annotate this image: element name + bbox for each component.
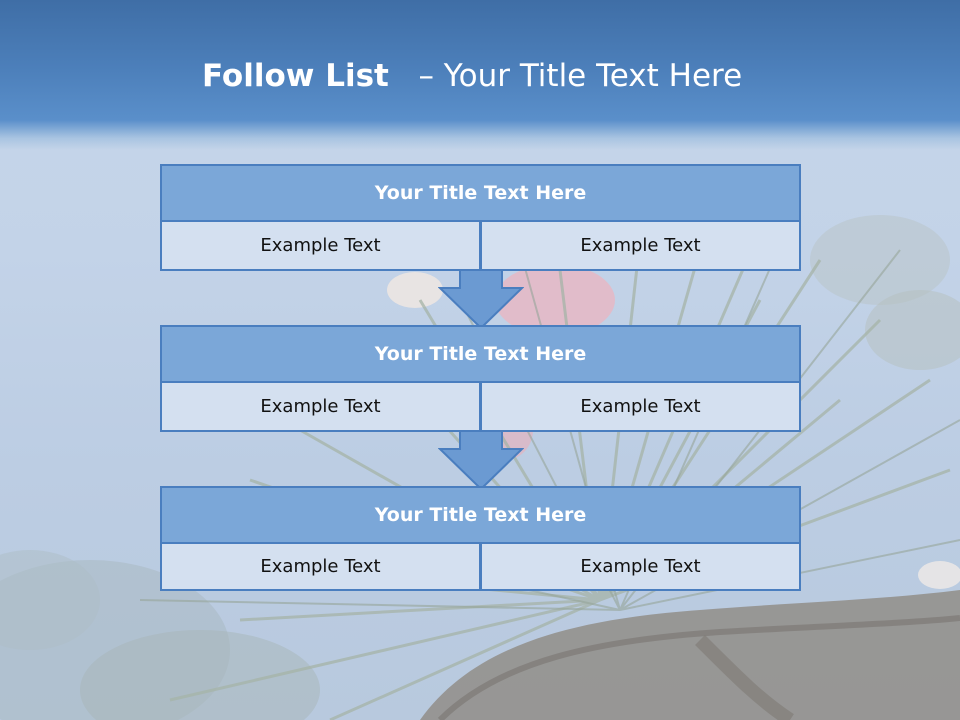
- slide-title: Follow List – Your Title Text Here: [202, 54, 742, 98]
- slide-title-bold: Follow List: [202, 58, 389, 94]
- list-block-2: Your Title Text Here Example Text Exampl…: [160, 325, 801, 433]
- block-cell-left: Example Text: [160, 381, 481, 432]
- down-arrow-icon: [438, 431, 524, 491]
- down-arrow-icon: [438, 270, 524, 330]
- block-cell-left: Example Text: [160, 542, 481, 591]
- block-cell-right: Example Text: [480, 381, 801, 432]
- slide-title-rest: – Your Title Text Here: [418, 58, 743, 94]
- block-title: Your Title Text Here: [160, 164, 801, 222]
- list-block-1: Your Title Text Here Example Text Exampl…: [160, 164, 801, 272]
- block-cell-right: Example Text: [480, 542, 801, 591]
- block-cell-right: Example Text: [480, 220, 801, 271]
- list-block-3: Your Title Text Here Example Text Exampl…: [160, 486, 801, 592]
- block-title: Your Title Text Here: [160, 486, 801, 544]
- header-band: [0, 0, 960, 150]
- block-title: Your Title Text Here: [160, 325, 801, 383]
- block-cell-left: Example Text: [160, 220, 481, 271]
